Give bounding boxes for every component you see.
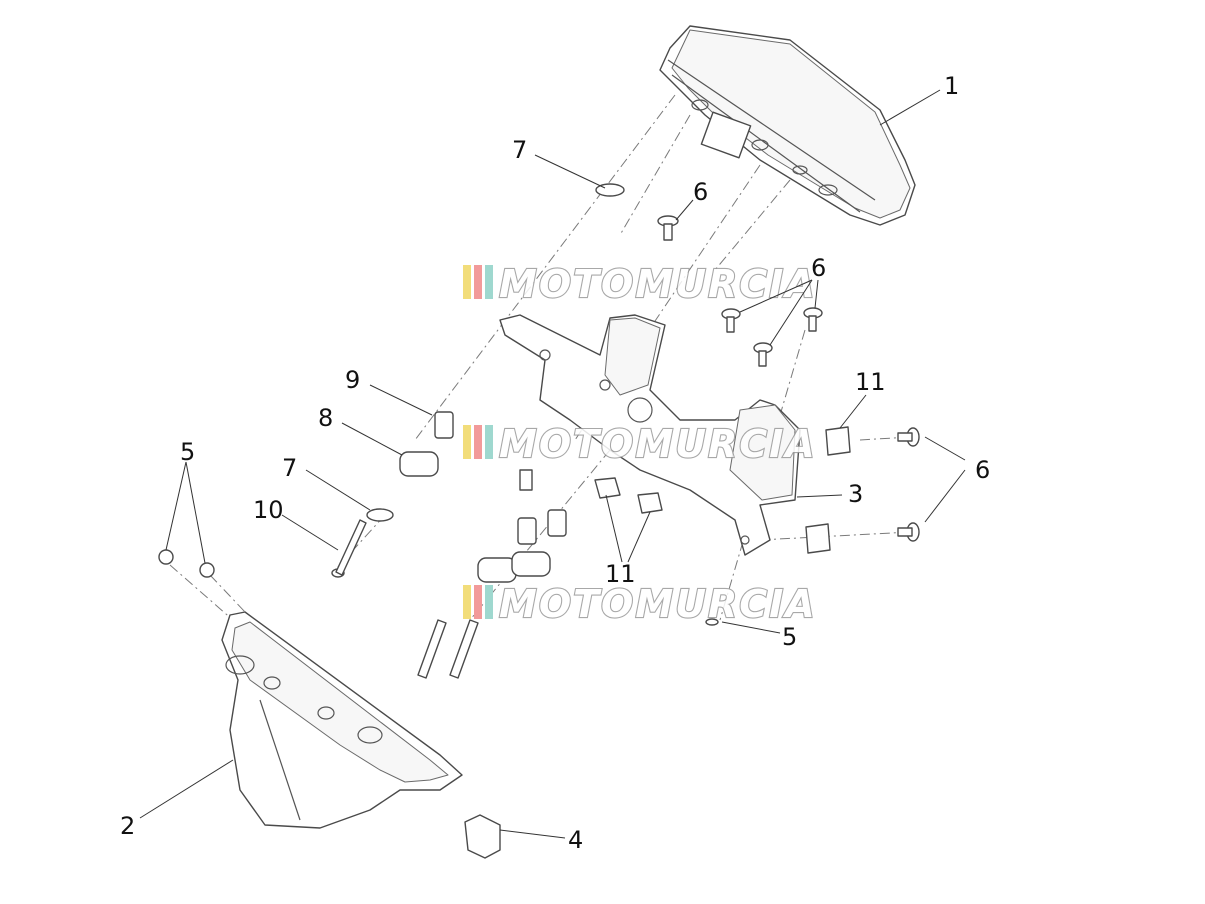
callout-11-right: 11 <box>855 368 886 396</box>
callout-10: 10 <box>253 496 284 524</box>
screw-5-left-a <box>158 549 174 565</box>
leader-lines <box>139 89 966 839</box>
watermark-stripe <box>474 585 482 619</box>
screw-6-mid-c <box>803 307 823 332</box>
screw-6-mid-b <box>753 342 773 367</box>
clips-11-center <box>594 477 663 514</box>
watermark-text: MOTOMURCIA <box>499 582 817 626</box>
callout-3: 3 <box>848 480 863 508</box>
screw-6-right-a <box>897 427 920 447</box>
watermark-stripe <box>463 585 471 619</box>
watermark-stripe <box>474 425 482 459</box>
callouts: 1 2 3 4 5 5 6 6 6 7 7 8 9 10 11 11 <box>120 72 990 854</box>
rubber-cap <box>464 814 501 859</box>
screw-6-right-b <box>897 522 920 542</box>
washer-7-left <box>366 508 394 522</box>
screw-5-left-b <box>199 562 215 578</box>
callout-1: 1 <box>944 72 959 100</box>
watermark-stripe <box>463 265 471 299</box>
callout-5-right: 5 <box>782 623 797 651</box>
callout-8: 8 <box>318 404 333 432</box>
callout-11-center: 11 <box>605 560 636 588</box>
instrument-cluster <box>659 25 916 226</box>
lower-cover <box>221 611 463 829</box>
watermark-stripe <box>485 425 493 459</box>
grommet-8 <box>399 451 439 477</box>
watermark-stripe <box>485 585 493 619</box>
callout-9: 9 <box>345 366 360 394</box>
callout-7-left: 7 <box>282 454 297 482</box>
small-screw <box>519 469 533 491</box>
callout-4: 4 <box>568 826 583 854</box>
clips-11-right <box>805 426 851 554</box>
watermark-top: MOTOMURCIA <box>463 261 817 307</box>
callout-6-right: 6 <box>975 456 990 484</box>
spacer-9 <box>434 411 454 439</box>
callout-7-top: 7 <box>512 136 527 164</box>
screw-6-mid-a <box>721 308 741 333</box>
grommets-center <box>477 551 551 583</box>
watermark-text: MOTOMURCIA <box>499 422 817 466</box>
watermark-middle: MOTOMURCIA <box>463 421 817 467</box>
callout-6-top: 6 <box>693 178 708 206</box>
pins-center <box>417 619 479 679</box>
pin-10 <box>331 519 367 578</box>
callout-5-left: 5 <box>180 438 195 466</box>
screw-6-top <box>657 215 679 241</box>
callout-6-middle: 6 <box>811 254 826 282</box>
watermark-stripe <box>485 265 493 299</box>
watermark-stripe <box>474 265 482 299</box>
watermark-bottom: MOTOMURCIA <box>463 581 817 627</box>
spacers-center <box>517 509 567 545</box>
callout-2: 2 <box>120 812 135 840</box>
screw-5-right <box>705 618 719 626</box>
mounting-bracket <box>499 314 801 556</box>
watermark-text: MOTOMURCIA <box>499 262 817 306</box>
watermark-stripe <box>463 425 471 459</box>
